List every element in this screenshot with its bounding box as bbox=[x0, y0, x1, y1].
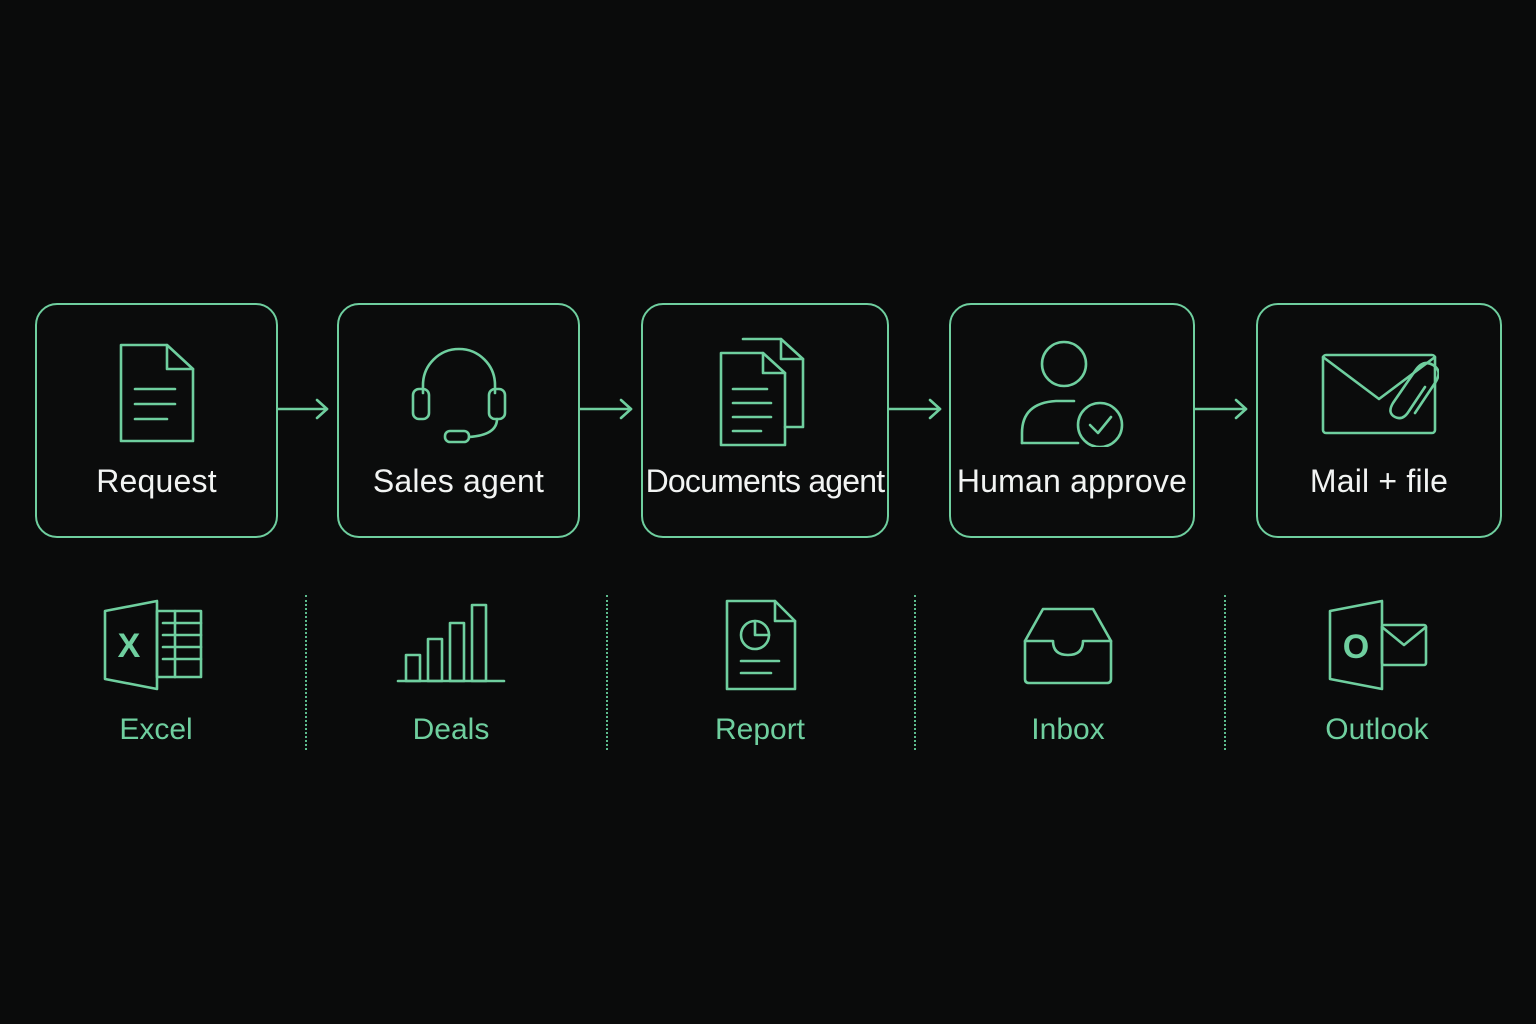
arrow-right-icon bbox=[889, 398, 942, 420]
excel-icon: X bbox=[103, 599, 203, 691]
arrow-right-icon bbox=[1195, 398, 1248, 420]
step-mail-file: Mail + file bbox=[1256, 303, 1502, 538]
outlook-icon: O bbox=[1328, 599, 1428, 691]
divider bbox=[305, 595, 307, 750]
tool-report: Report bbox=[660, 595, 860, 755]
tool-label: Deals bbox=[412, 713, 490, 746]
arrow-right-icon bbox=[580, 398, 633, 420]
tool-inbox: Inbox bbox=[968, 595, 1168, 755]
tool-deals: Deals bbox=[351, 595, 551, 755]
user-check-icon bbox=[1020, 340, 1124, 447]
excel-glyph: X bbox=[118, 627, 141, 665]
step-label: Human approve bbox=[956, 463, 1188, 499]
tool-outlook: O Outlook bbox=[1277, 595, 1477, 755]
step-label: Documents agent bbox=[645, 463, 886, 499]
outlook-glyph: O bbox=[1343, 628, 1369, 666]
arrow-right-icon bbox=[278, 398, 329, 420]
divider bbox=[1224, 595, 1226, 750]
document-icon bbox=[119, 343, 194, 443]
tool-label: Outlook bbox=[1325, 713, 1429, 746]
headset-icon bbox=[411, 347, 506, 444]
tool-label: Excel bbox=[119, 713, 193, 746]
step-label: Request bbox=[96, 463, 217, 499]
inbox-icon bbox=[1023, 607, 1113, 685]
divider bbox=[606, 595, 608, 750]
tool-label: Inbox bbox=[1031, 713, 1105, 746]
report-icon bbox=[725, 599, 797, 691]
divider bbox=[914, 595, 916, 750]
step-human-approve: Human approve bbox=[949, 303, 1195, 538]
tool-label: Report bbox=[714, 713, 806, 746]
step-request: Request bbox=[35, 303, 278, 538]
mail-attachment-icon bbox=[1321, 353, 1439, 435]
tool-excel: X Excel bbox=[56, 595, 256, 755]
bar-chart-icon bbox=[396, 603, 506, 683]
step-sales-agent: Sales agent bbox=[337, 303, 580, 538]
step-label: Sales agent bbox=[372, 463, 545, 499]
step-label: Mail + file bbox=[1309, 463, 1449, 499]
documents-icon bbox=[719, 337, 805, 447]
step-documents-agent: Documents agent bbox=[641, 303, 889, 538]
